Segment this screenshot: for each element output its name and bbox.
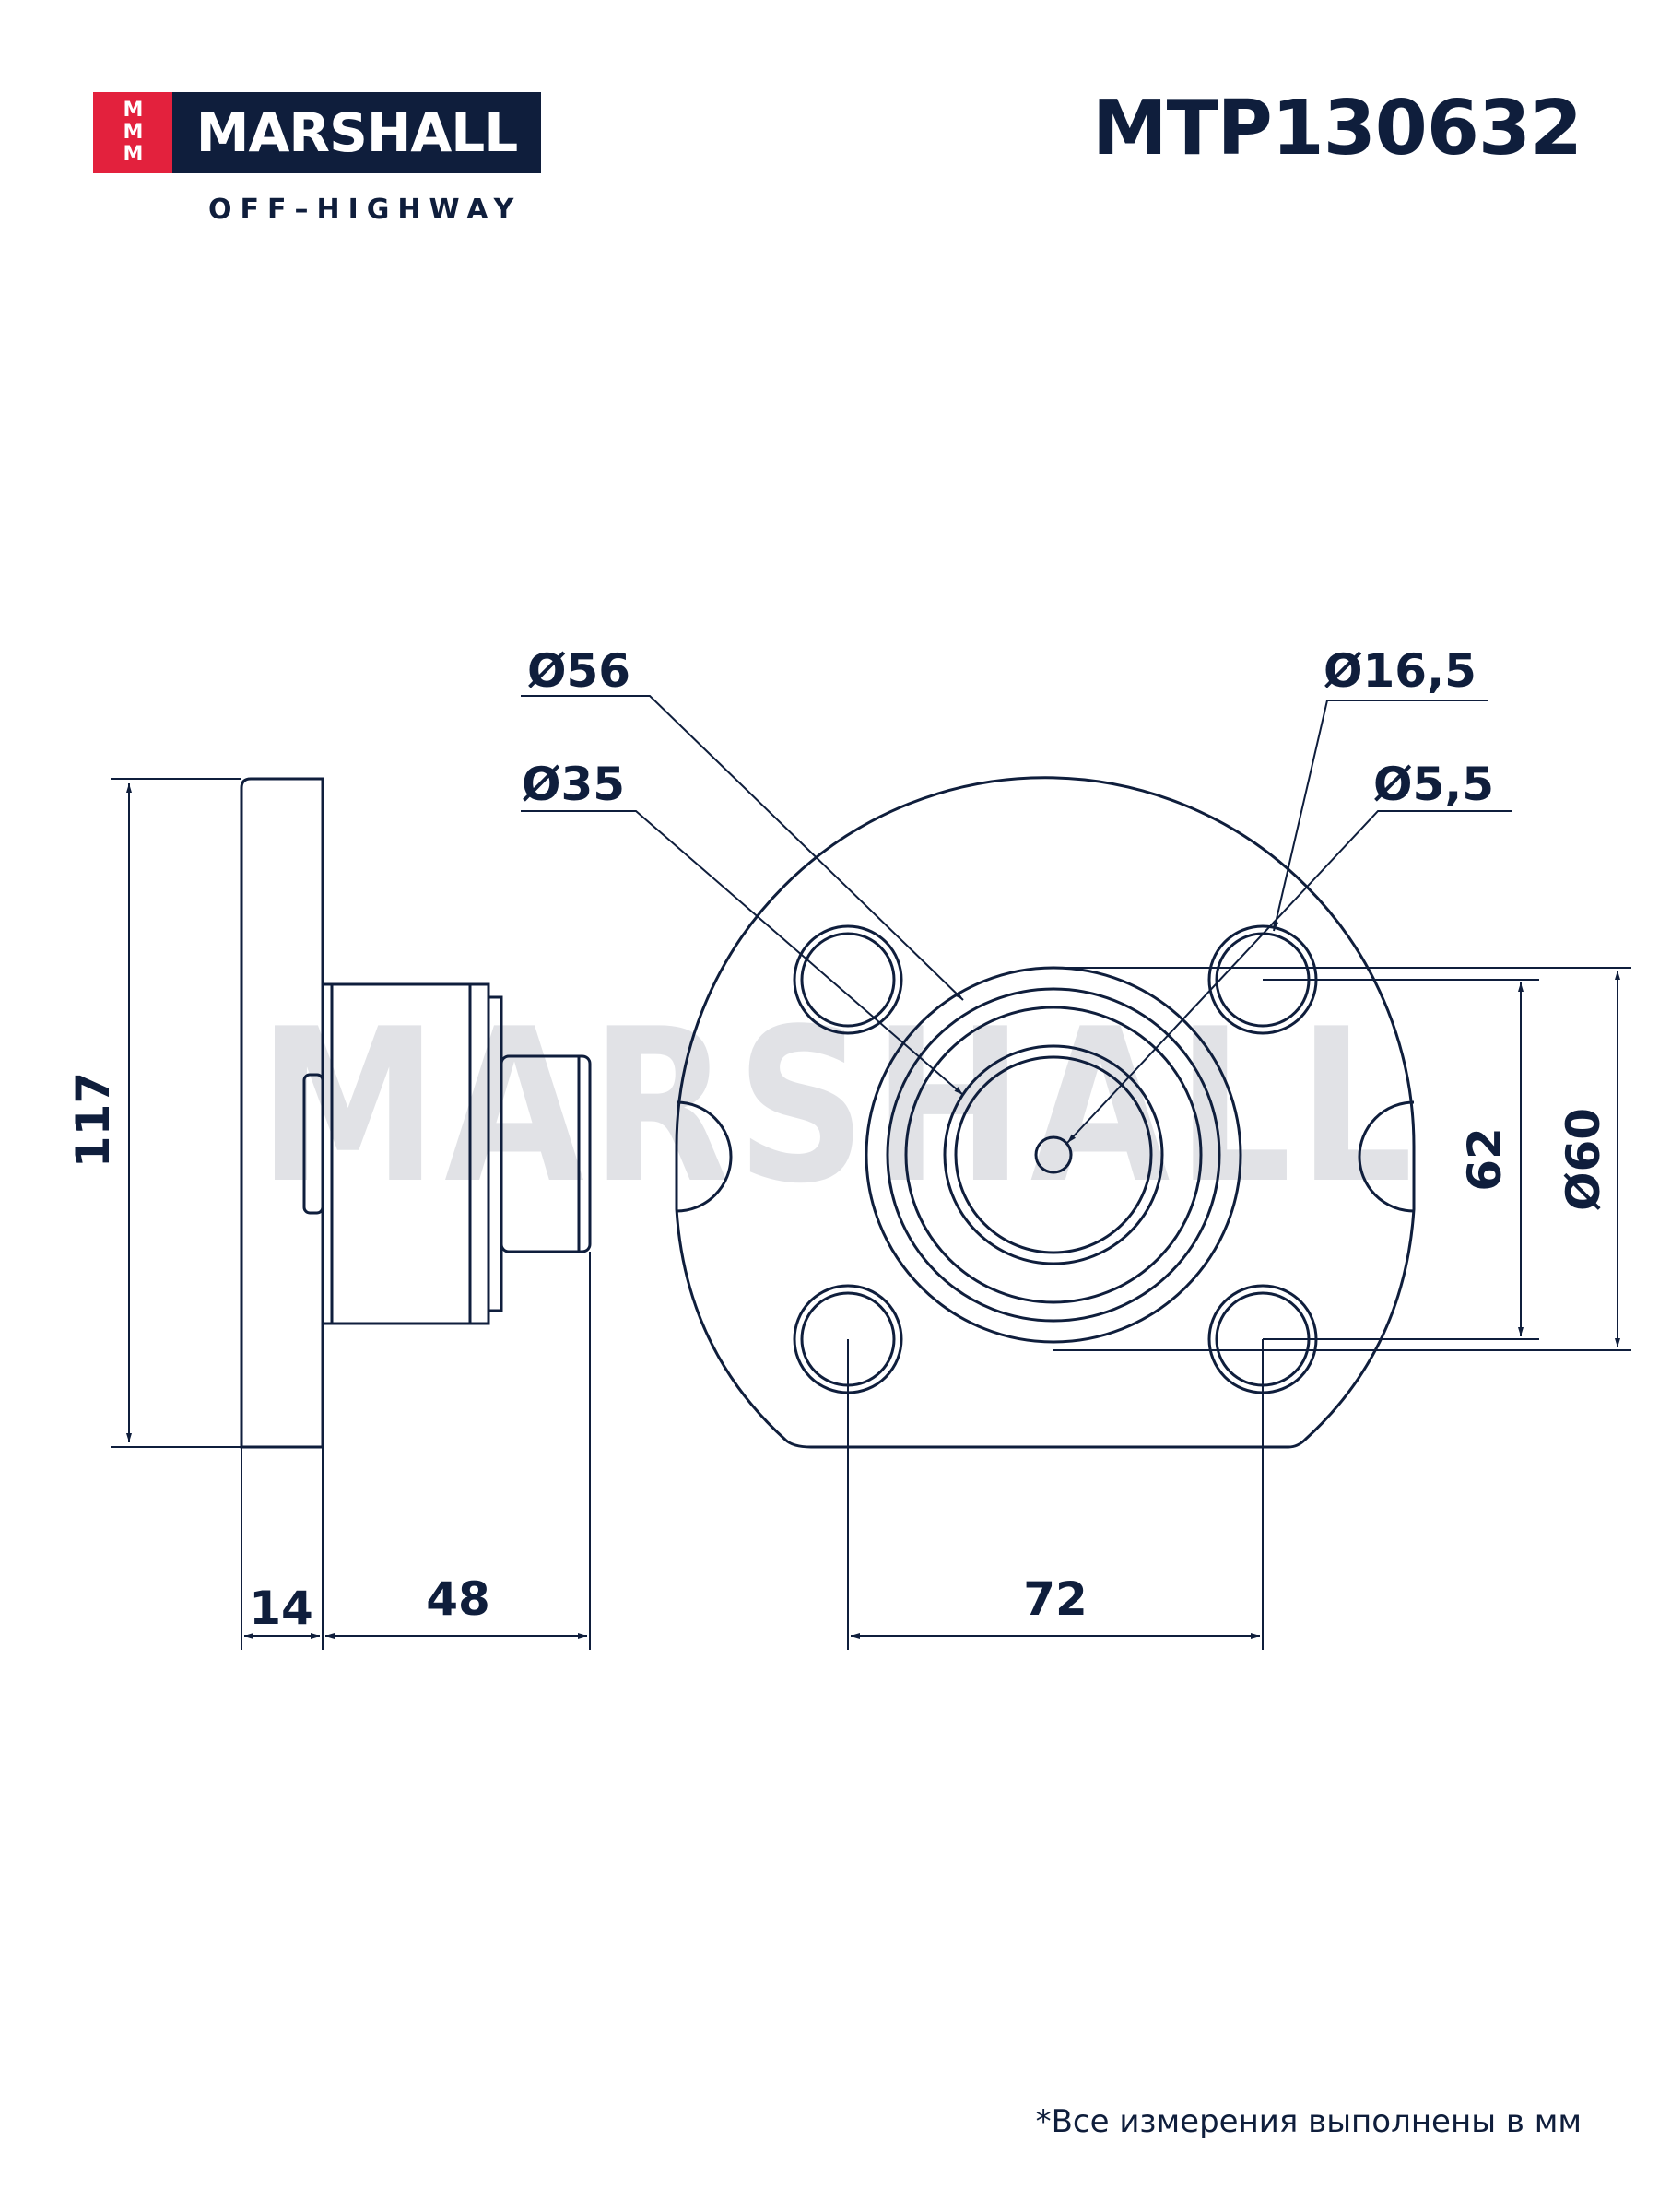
- front-notch-left: [676, 1100, 733, 1213]
- leader-56: [521, 695, 964, 1001]
- inner-ring: [943, 1044, 1164, 1265]
- front-notch-right: [1358, 1100, 1415, 1213]
- side-flange: [240, 777, 324, 1449]
- bolt-hole-tl: [793, 924, 903, 1035]
- dim-text-flange: 14: [249, 1582, 313, 1635]
- logo-mark-letter: M: [123, 121, 144, 144]
- dim-text-bolt-horizontal: 72: [1023, 1572, 1088, 1626]
- dim-text-center-hole: Ø5,5: [1373, 758, 1494, 811]
- front-flange-outline: [675, 776, 1416, 1449]
- dim-text-bolt-vertical: 62: [1458, 1127, 1512, 1192]
- dim-text-bolt-hole: Ø16,5: [1324, 644, 1477, 698]
- leader-5-5: [1066, 810, 1512, 1144]
- dim-text-height: 117: [66, 1072, 120, 1168]
- inner-ring-inner: [954, 1055, 1153, 1254]
- side-view: [240, 777, 592, 1449]
- dim-text-body: 48: [426, 1572, 490, 1626]
- part-number: MTP130632: [1092, 85, 1583, 172]
- logo-mark-letter: M: [123, 143, 144, 166]
- hub: [904, 1006, 1203, 1304]
- dim-text-outer-ring: Ø56: [527, 644, 630, 698]
- dim-text-bore: Ø60: [1557, 1108, 1610, 1211]
- logo-mark-icon: M M M: [93, 92, 172, 173]
- outer-ring-inner: [886, 987, 1221, 1323]
- measurement-footnote: *Все измерения выполнены в мм: [1035, 2103, 1582, 2140]
- leader-35: [521, 810, 964, 1096]
- brand-name: MARSHALL: [195, 101, 518, 164]
- brand-logo: M M M MARSHALL: [93, 92, 541, 173]
- side-shaft: [500, 1054, 592, 1253]
- bolt-hole-tl-inner: [800, 932, 896, 1028]
- front-view: [675, 776, 1416, 1449]
- logo-mark-letter: M: [123, 99, 144, 122]
- brand-tagline: OFF–HIGHWAY: [208, 194, 523, 226]
- dim-text-inner-ring: Ø35: [522, 758, 625, 811]
- center-hole: [1034, 1135, 1073, 1174]
- leader-16-5: [1273, 700, 1488, 932]
